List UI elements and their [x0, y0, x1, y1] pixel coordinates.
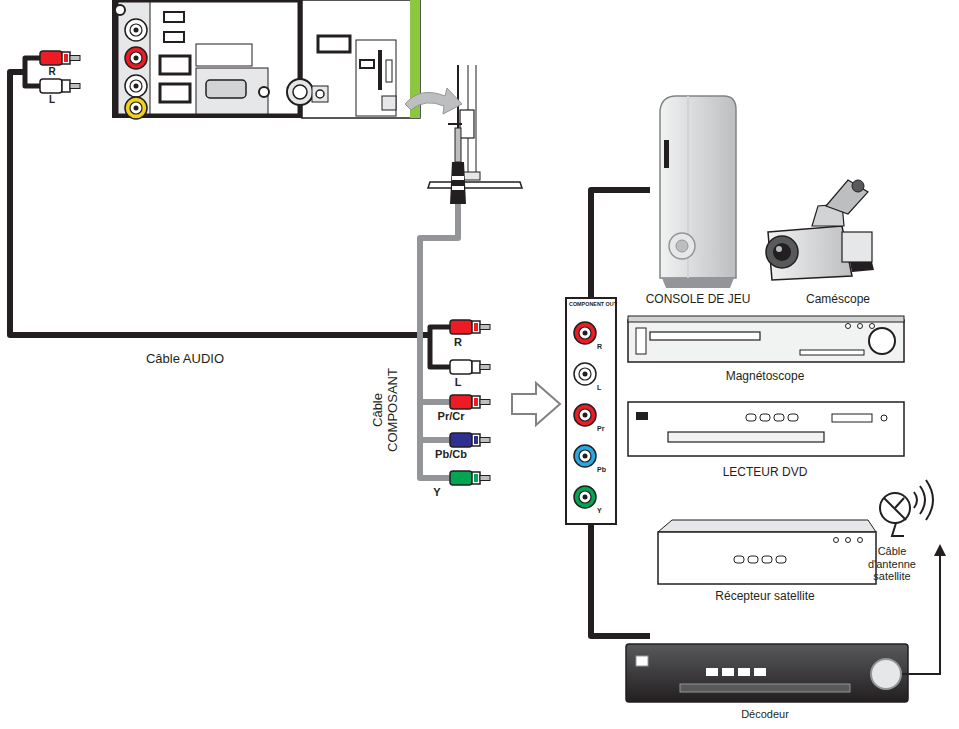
rca-jack [574, 404, 596, 426]
game-console [660, 96, 736, 288]
decoder [626, 644, 908, 702]
caption-label: Décodeur [741, 708, 789, 721]
rca-plug [450, 360, 490, 374]
rca-plug [40, 79, 80, 93]
caption-label: Câble d'antenne satellite [860, 545, 924, 583]
caption-label: Pr/Cr [438, 410, 465, 423]
rca-jack [574, 445, 596, 467]
jack-label: Pb [597, 466, 606, 474]
rca-plug [450, 320, 490, 334]
satellite-dish [880, 480, 933, 536]
jack-label: R [597, 343, 602, 351]
rca-jack [574, 486, 596, 508]
satellite-receiver [658, 520, 876, 584]
rca-plug [450, 395, 490, 409]
jack-label: L [597, 384, 601, 392]
rca-jack [574, 322, 596, 344]
tv-side-view [405, 65, 522, 204]
rca-plug [40, 51, 80, 65]
insert-arrow [512, 383, 560, 425]
caption-label: LECTEUR DVD [723, 466, 808, 480]
caption-label: R [48, 66, 55, 78]
jack-label: Pr [597, 425, 604, 433]
caption-label: Câble COMPOSANT [371, 364, 401, 456]
caption-label: Pb/Cb [435, 448, 467, 461]
audio-cable [10, 58, 450, 367]
caption-label: Câble AUDIO [146, 352, 224, 367]
rca-plug [450, 433, 490, 447]
rca-jack [574, 363, 596, 385]
caption-label: Récepteur satellite [715, 590, 814, 604]
panel-title: COMPONENT OUT [569, 302, 617, 308]
panel-ground [565, 297, 617, 525]
caption-label: CONSOLE DE JEU [646, 293, 751, 307]
caption-label: L [49, 94, 55, 106]
caption-label: Magnétoscope [726, 370, 805, 384]
vcr [628, 316, 904, 362]
caption-label: L [455, 376, 462, 389]
caption-label: Caméscope [806, 293, 870, 307]
camcorder [766, 180, 874, 280]
dvd-player [628, 402, 904, 456]
caption-label: Y [433, 486, 440, 499]
tv-back-panel [112, 0, 420, 119]
caption-label: R [454, 336, 462, 349]
jack-label: Y [597, 507, 602, 515]
rca-plug [450, 471, 490, 485]
component-panel: COMPONENT OUT R L PrPbY [565, 297, 617, 525]
